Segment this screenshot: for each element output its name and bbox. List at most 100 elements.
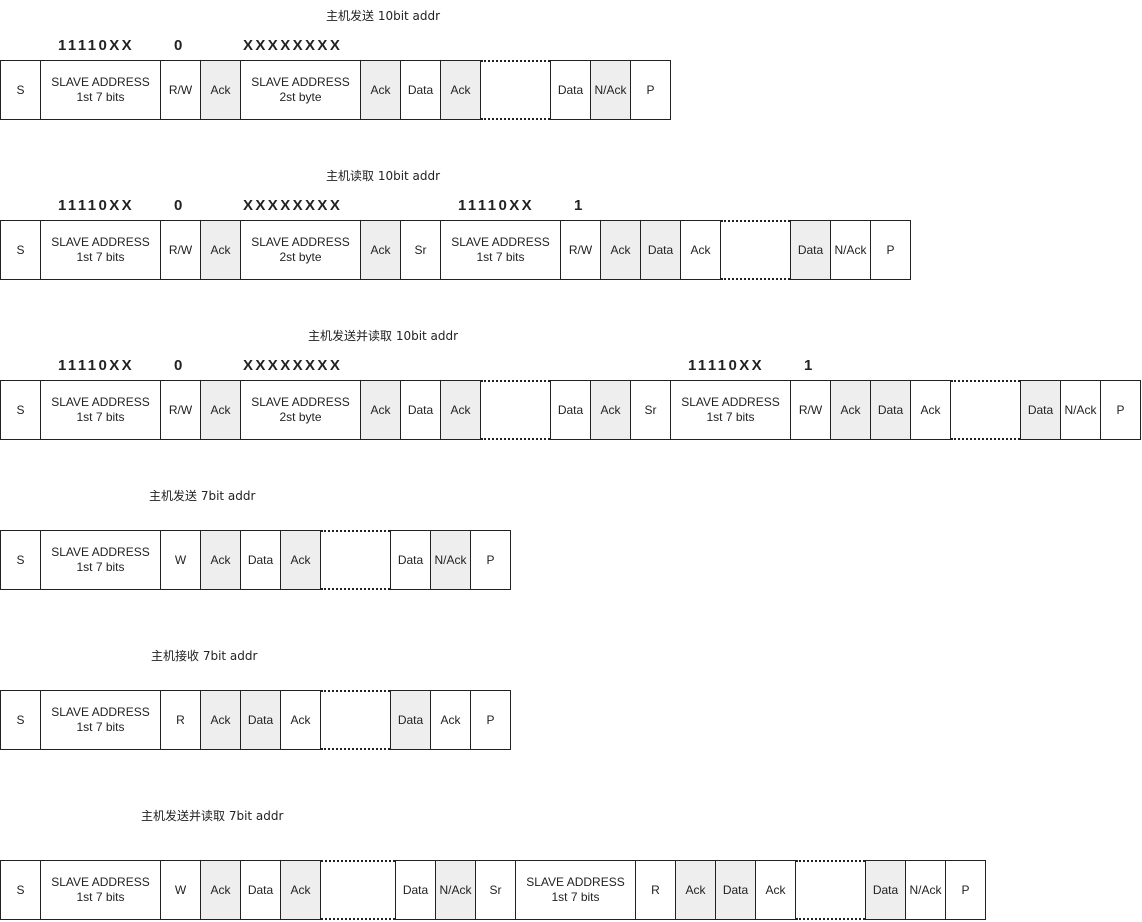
ack-cell: Ack (360, 220, 401, 280)
ack-cell: Ack (590, 380, 631, 440)
data-cell: Data (640, 220, 681, 280)
ack-cell: Ack (680, 220, 721, 280)
ack-cell: Ack (280, 860, 321, 920)
read-bit-cell: R (635, 860, 676, 920)
data-cell: Data (865, 860, 906, 920)
data-cell: Data (870, 380, 911, 440)
continuation-gap (951, 380, 1020, 440)
continuation-gap (321, 530, 390, 590)
rw-cell: R/W (160, 220, 201, 280)
data-cell: Data (240, 530, 281, 590)
bits-rw: 0 (174, 197, 185, 214)
rw-cell: R/W (160, 380, 201, 440)
continuation-gap (321, 690, 390, 750)
diagram-title-master-write-7bit: 主机发送 7bit addr (149, 489, 256, 503)
diagram-title-master-receive-7bit: 主机接收 7bit addr (151, 649, 258, 663)
stop-cell: P (870, 220, 911, 280)
rw-cell: R/W (790, 380, 831, 440)
bits-rw: 0 (174, 357, 185, 374)
start-cell: S (0, 690, 41, 750)
stop-cell: P (470, 530, 511, 590)
ack-cell: Ack (200, 860, 241, 920)
ack-cell: Ack (200, 380, 241, 440)
data-cell: Data (240, 860, 281, 920)
ack-cell: Ack (360, 380, 401, 440)
ack-cell: Ack (440, 380, 481, 440)
start-cell: S (0, 380, 41, 440)
data-cell: Data (400, 380, 441, 440)
ack-cell: Ack (910, 380, 951, 440)
nack-cell: N/Ack (905, 860, 946, 920)
data-cell: Data (400, 60, 441, 120)
nack-cell: N/Ack (435, 860, 476, 920)
continuation-gap (481, 380, 550, 440)
read-bit-cell: R (160, 690, 201, 750)
data-cell: Data (715, 860, 756, 920)
ack-cell: Ack (755, 860, 796, 920)
data-cell: Data (395, 860, 436, 920)
bits-rw: 0 (174, 37, 185, 54)
diagram-title-master-write-read-7bit: 主机发送并读取 7bit addr (141, 809, 284, 823)
data-cell: Data (790, 220, 831, 280)
data-cell: Data (550, 60, 591, 120)
ack-cell: Ack (830, 380, 871, 440)
ack-cell: Ack (675, 860, 716, 920)
diagram-title-master-write-10bit: 主机发送 10bit addr (326, 9, 441, 23)
stop-cell: P (470, 690, 511, 750)
bits-addr-high: 11110XX (58, 357, 135, 374)
nack-cell: N/Ack (590, 60, 631, 120)
stop-cell: P (945, 860, 986, 920)
data-cell: Data (1020, 380, 1061, 440)
continuation-gap (481, 60, 550, 120)
ack-cell: Ack (600, 220, 641, 280)
data-cell: Data (390, 690, 431, 750)
bits-addr-high-repeat: 11110XX (688, 357, 765, 374)
data-cell: Data (240, 690, 281, 750)
ack-cell: Ack (430, 690, 471, 750)
bits-addr-high-repeat: 11110XX (458, 197, 535, 214)
nack-cell: N/Ack (430, 530, 471, 590)
ack-cell: Ack (440, 60, 481, 120)
repeated-start-cell: Sr (400, 220, 441, 280)
nack-cell: N/Ack (1060, 380, 1101, 440)
ack-cell: Ack (280, 530, 321, 590)
bits-addr-high: 11110XX (58, 197, 135, 214)
start-cell: S (0, 530, 41, 590)
write-bit-cell: W (160, 860, 201, 920)
bits-addr-low: XXXXXXXX (243, 357, 343, 374)
write-bit-cell: W (160, 530, 201, 590)
stop-cell: P (630, 60, 671, 120)
continuation-gap (321, 860, 395, 920)
ack-cell: Ack (200, 530, 241, 590)
repeated-start-cell: Sr (630, 380, 671, 440)
bits-addr-low: XXXXXXXX (243, 37, 343, 54)
data-cell: Data (390, 530, 431, 590)
ack-cell: Ack (200, 60, 241, 120)
continuation-gap (796, 860, 865, 920)
rw-cell: R/W (560, 220, 601, 280)
nack-cell: N/Ack (830, 220, 871, 280)
data-cell: Data (550, 380, 591, 440)
diagram-title-master-write-read-10bit: 主机发送并读取 10bit addr (308, 329, 459, 343)
continuation-gap (721, 220, 790, 280)
ack-cell: Ack (200, 220, 241, 280)
start-cell: S (0, 860, 41, 920)
stop-cell: P (1100, 380, 1141, 440)
repeated-start-cell: Sr (475, 860, 516, 920)
ack-cell: Ack (360, 60, 401, 120)
bits-rw-read: 1 (574, 197, 585, 214)
start-cell: S (0, 60, 41, 120)
ack-cell: Ack (280, 690, 321, 750)
